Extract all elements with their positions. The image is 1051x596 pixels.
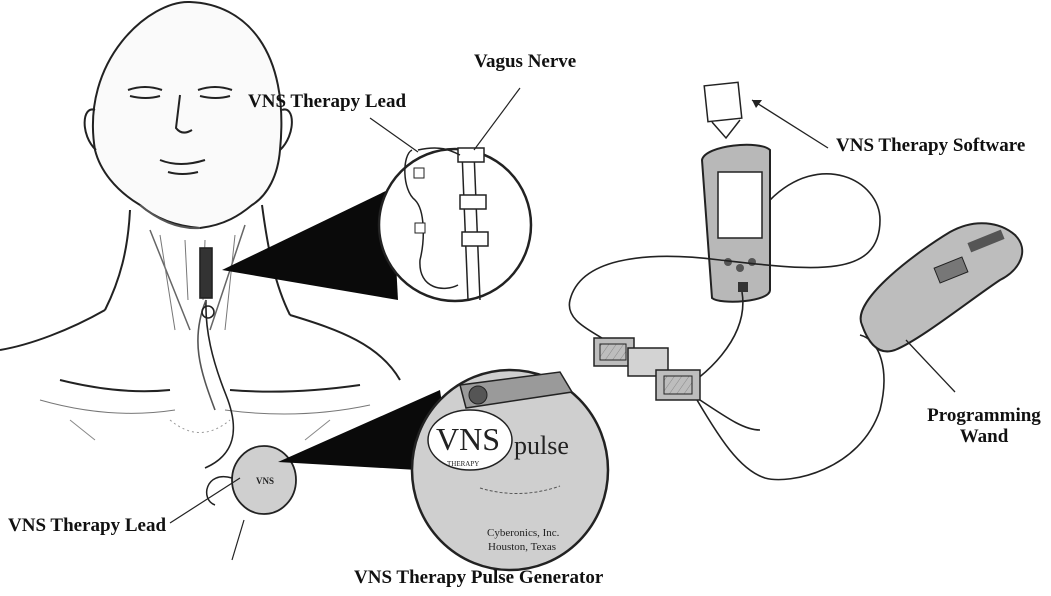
handheld-device (702, 145, 770, 302)
gen-model: pulse (514, 431, 569, 460)
gen-city: Houston, Texas (488, 541, 556, 553)
label-vagus-nerve: Vagus Nerve (474, 52, 576, 73)
label-wand-line2: Wand (922, 427, 1046, 448)
label-wand-line1: Programming (922, 406, 1046, 427)
connector-assembly (594, 338, 700, 400)
svg-text:VNS: VNS (256, 476, 274, 486)
label-lead-bottom: VNS Therapy Lead (8, 516, 166, 537)
lead-pointer (170, 478, 240, 523)
nerve-magnifier (370, 88, 531, 301)
label-wand: Programming Wand (922, 406, 1046, 448)
software-card (704, 82, 828, 148)
programming-wand (861, 223, 1023, 392)
implanted-generator: VNS (207, 446, 296, 514)
label-lead-top: VNS Therapy Lead (248, 92, 406, 113)
gen-brand: VNS (436, 421, 500, 457)
pulse-generator-large: VNS THERAPY pulse Cyberonics, Inc. Houst… (412, 370, 608, 570)
gen-brand-sub: THERAPY (447, 460, 479, 468)
label-software: VNS Therapy Software (836, 136, 1025, 157)
gen-maker: Cyberonics, Inc. (487, 527, 560, 539)
implanted-lead (198, 248, 234, 468)
label-generator: VNS Therapy Pulse Generator (354, 568, 603, 589)
